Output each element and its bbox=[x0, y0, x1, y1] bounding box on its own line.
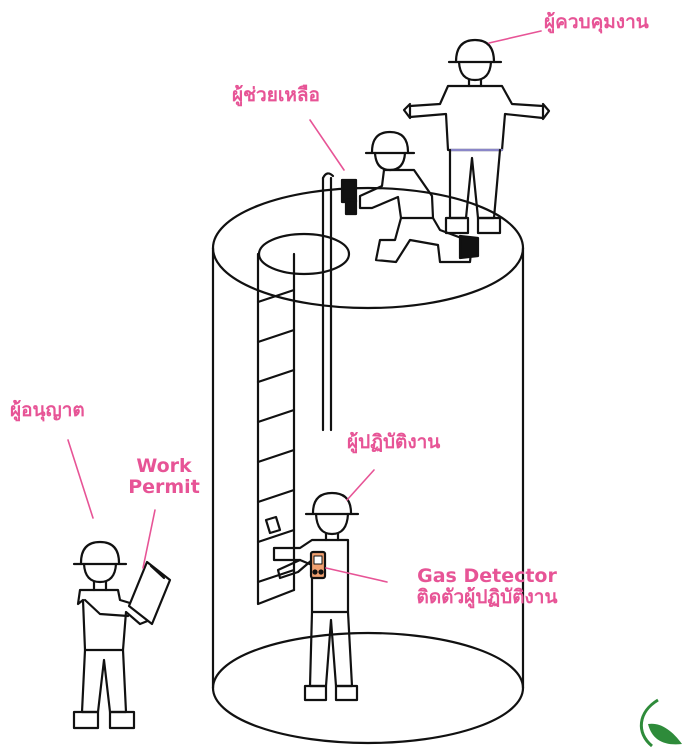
manhole-opening bbox=[257, 232, 351, 276]
supervisor-label: ผู้ควบคุมงาน bbox=[544, 11, 649, 33]
work-permit-line-1: Work bbox=[136, 455, 192, 477]
work-permit-label: Work Permit bbox=[124, 456, 204, 498]
leaf-logo-icon bbox=[639, 698, 682, 748]
tank-bottom bbox=[211, 631, 525, 745]
leader-lines bbox=[67, 30, 542, 583]
entrant-figure bbox=[264, 491, 360, 702]
assistant-figure bbox=[340, 130, 480, 264]
tank bbox=[211, 186, 525, 745]
assistant-label: ผู้ช่วยเหลือ bbox=[232, 84, 320, 106]
gas-detector-label: Gas Detector ติดตัวผู้ปฏิบัติงาน bbox=[382, 566, 592, 608]
authorizer-label: ผู้อนุญาต bbox=[10, 399, 85, 421]
authorizer-figure bbox=[72, 540, 172, 730]
entrant-label: ผู้ปฏิบัติงาน bbox=[347, 431, 441, 453]
lifeline-rope bbox=[321, 172, 335, 432]
supervisor-figure bbox=[402, 38, 551, 235]
gas-detector-line-2: ติดตัวผู้ปฏิบัติงาน bbox=[416, 585, 558, 608]
gas-detector-line-1: Gas Detector bbox=[417, 565, 557, 587]
ladder bbox=[256, 252, 296, 606]
work-permit-line-2: Permit bbox=[128, 475, 200, 498]
